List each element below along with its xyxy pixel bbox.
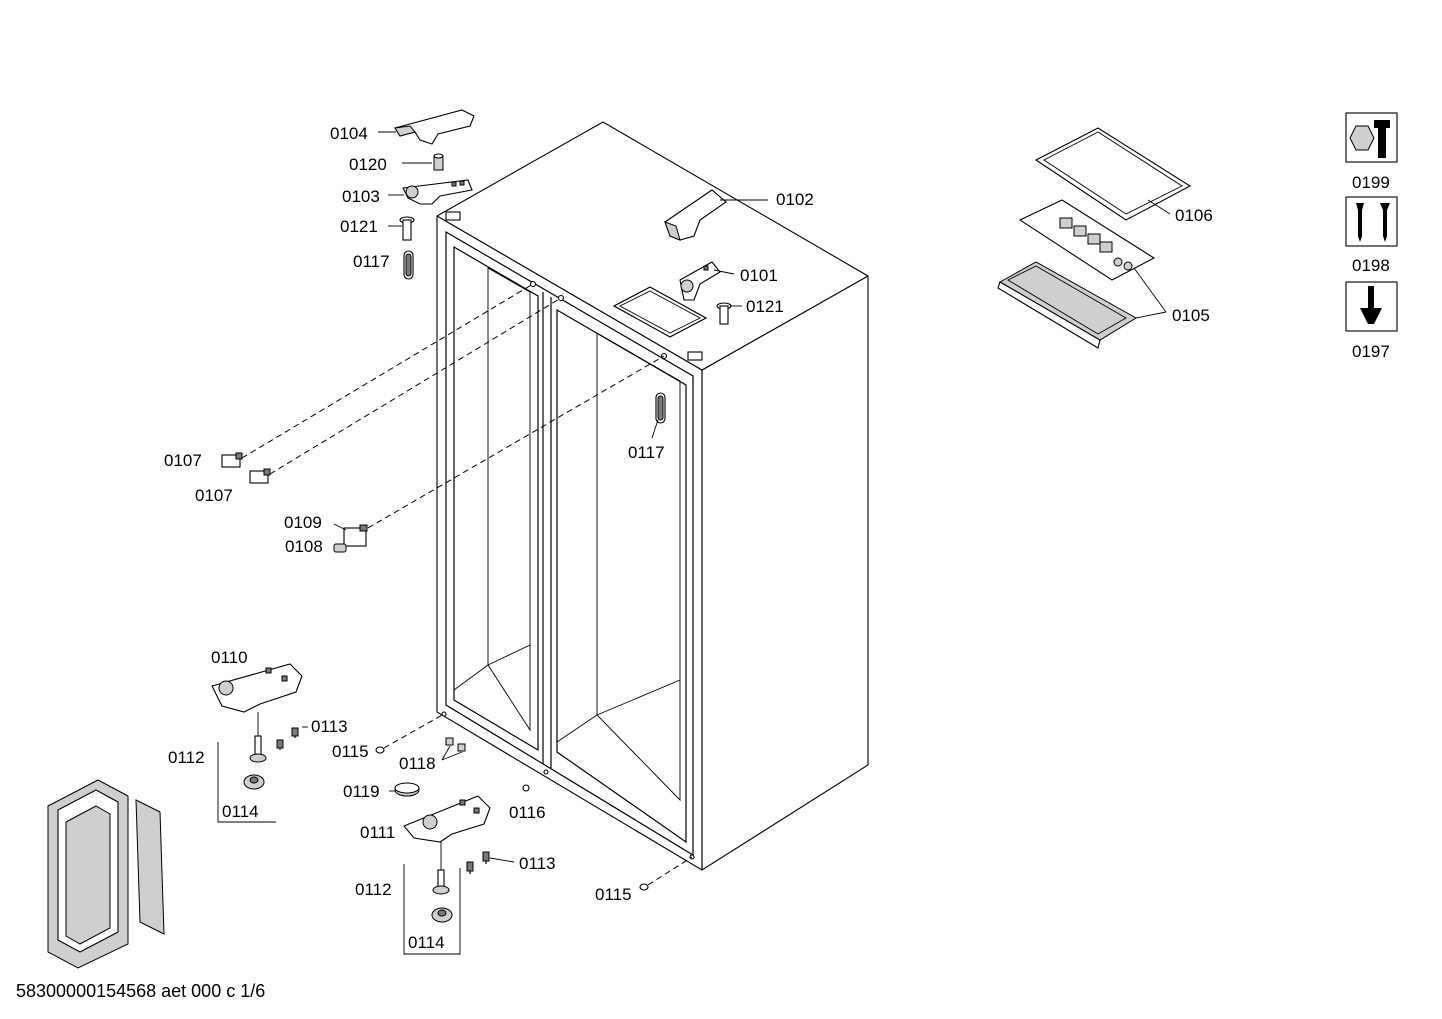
part-0117-seal-a [403,250,414,280]
part-0116-plug [522,784,530,792]
label-0117-a: 0117 [353,252,390,271]
label-0118: 0118 [399,754,436,773]
label-0111: 0111 [360,823,395,842]
label-0106: 0106 [1175,206,1213,225]
part-0112-foot-a [249,735,267,763]
screws-icon [1345,196,1398,247]
part-0110-hinge-bottom [211,663,303,713]
leader-lines [217,131,1171,955]
label-0121-b: 0121 [746,297,784,316]
part-0109-switch [343,524,368,547]
wrench-icon [1345,112,1398,163]
label-0197: 0197 [1352,342,1390,361]
label-0199: 0199 [1352,173,1390,192]
part-0121-pin-a [399,216,415,241]
part-0113-screws-a [276,727,299,750]
part-0101-hinge [679,261,721,301]
part-0111-hinge-bottom [403,795,491,843]
part-0115-plug-b [639,883,649,891]
screwdriver-icon [1345,281,1398,332]
label-0117-b: 0117 [628,443,665,462]
part-0121-pin-b [716,302,732,325]
part-0103-hinge [402,179,473,205]
label-0109: 0109 [284,513,322,532]
cabinet-body [436,121,869,871]
part-0106-cover [1034,127,1192,221]
part-0114-nut-b [431,907,453,923]
part-labels: 0104 0120 0103 0121 0117 0102 0101 0121 … [164,124,1390,952]
part-0107-switch-b [249,468,271,484]
part-0108-cap [333,543,347,553]
cabinet-thumbnail-icon [47,779,165,969]
part-0113-screws-b [466,851,490,874]
part-0118-pads [445,737,466,752]
part-0120-bushing [433,153,444,171]
label-0116: 0116 [509,803,546,822]
label-0114-a: 0114 [222,802,259,821]
label-0113-b: 0113 [519,854,556,873]
label-0114-b: 0114 [408,933,445,952]
label-0112-a: 0112 [168,748,205,767]
label-0115-a: 0115 [332,742,369,761]
part-0104-hinge-cover [394,109,475,145]
label-0119: 0119 [343,782,380,801]
part-0105-board-housing [997,199,1156,349]
label-0107-b: 0107 [195,486,233,505]
part-0119-cap [394,782,420,797]
label-0121-a: 0121 [340,217,378,236]
part-0107-switch-a [221,452,243,468]
label-0108: 0108 [285,537,323,556]
label-0103: 0103 [342,187,380,206]
label-0110: 0110 [211,648,248,667]
label-0112-b: 0112 [355,880,392,899]
label-0104: 0104 [330,124,368,143]
drawing-footer-id: 58300000154568 aet 000 c 1/6 [16,981,265,1001]
label-0113-a: 0113 [311,717,348,736]
part-0115-plug-a [375,746,385,754]
label-0198: 0198 [1352,256,1390,275]
label-0101: 0101 [740,266,778,285]
label-0115-b: 0115 [595,885,632,904]
label-0120: 0120 [349,155,387,174]
part-0112-foot-b [432,869,450,895]
part-0114-nut-a [243,774,265,790]
part-0117-seal-b [655,392,666,424]
part-0102-bracket [664,189,727,241]
label-0107-a: 0107 [164,451,202,470]
label-0102: 0102 [776,190,814,209]
label-0105: 0105 [1172,306,1210,325]
